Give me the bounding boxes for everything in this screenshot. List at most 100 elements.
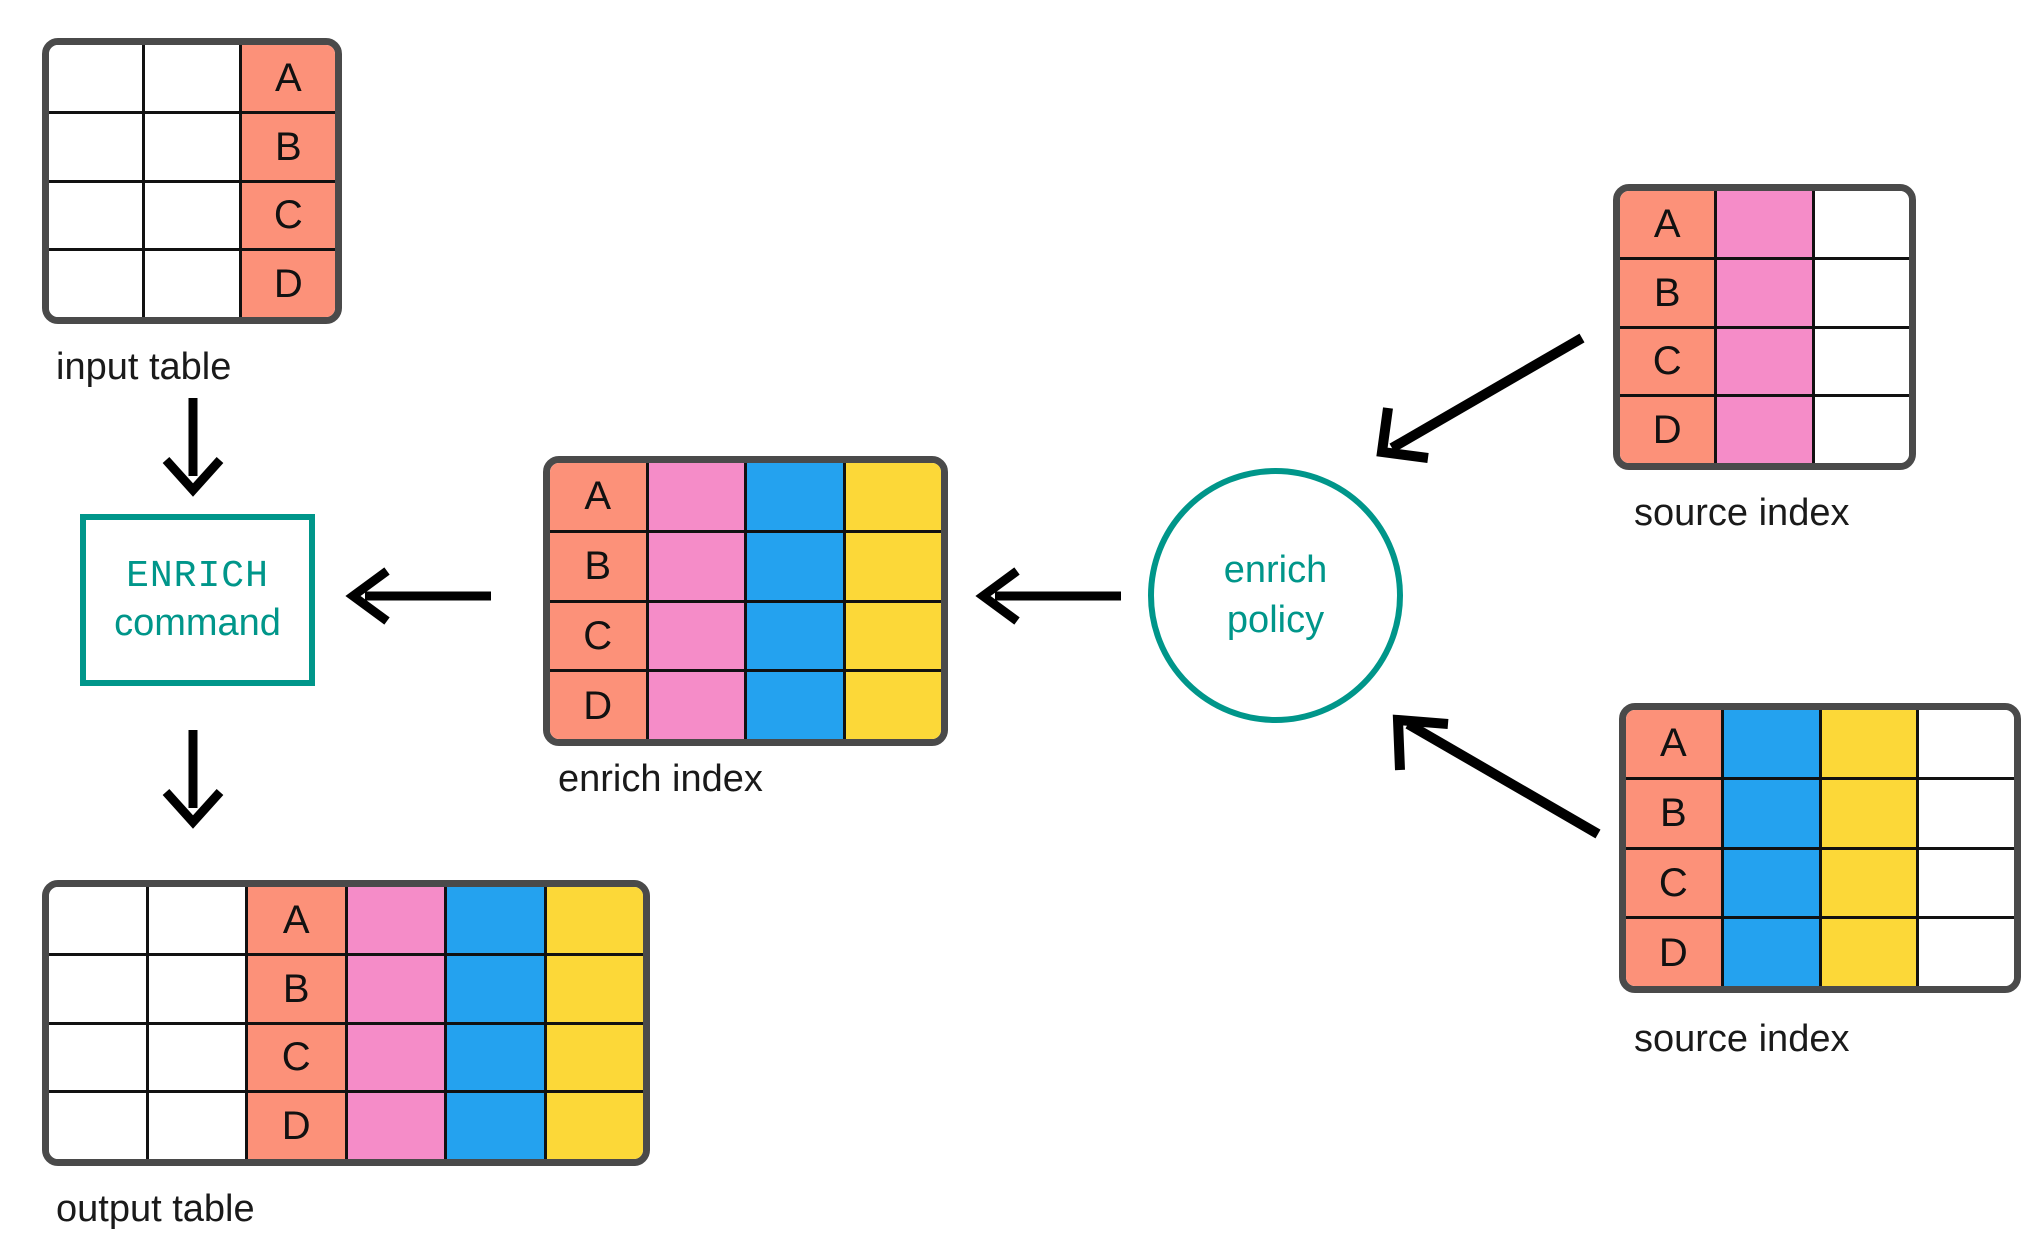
table-cell-field <box>1818 779 1917 847</box>
enrich-policy-node[interactable]: enrich policy <box>1148 468 1403 723</box>
table-cell <box>49 182 143 249</box>
table-cell <box>145 1093 245 1159</box>
table-cell-field <box>645 672 744 739</box>
table-cell <box>49 1093 146 1159</box>
table-row: B <box>49 110 335 180</box>
table-row: A <box>550 463 941 530</box>
table-cell-field <box>744 672 843 739</box>
table-row: D <box>49 1090 643 1159</box>
enrich-index-table: A B C D <box>543 456 948 746</box>
arrow-enrich-index-to-command <box>345 565 495 627</box>
table-row: B <box>550 529 941 600</box>
table-cell-field <box>1720 849 1819 917</box>
source-index-bottom-table: A B C D <box>1619 703 2021 993</box>
table-cell <box>49 251 143 317</box>
table-row: A <box>49 887 643 953</box>
table-cell-enriched <box>543 1024 643 1091</box>
table-row: B <box>1620 256 1909 326</box>
enrich-index-caption: enrich index <box>558 758 763 800</box>
output-table-caption: output table <box>56 1188 255 1230</box>
table-cell-field <box>1720 779 1819 847</box>
table-cell <box>49 1024 146 1091</box>
table-cell-key: D <box>550 672 646 739</box>
table-cell-enriched <box>543 887 643 953</box>
table-cell <box>1916 779 2014 847</box>
table-cell-key: B <box>245 955 345 1022</box>
table-cell-key: A <box>550 463 646 530</box>
table-cell-key: D <box>1626 919 1721 986</box>
table-cell <box>142 113 239 180</box>
table-cell-key: D <box>245 1093 345 1159</box>
table-cell <box>49 45 143 111</box>
table-cell-enriched <box>444 955 544 1022</box>
table-cell-field <box>1818 849 1917 917</box>
table-cell-enriched <box>344 1024 444 1091</box>
table-cell-key: A <box>245 887 345 953</box>
input-table: A B C D <box>42 38 342 324</box>
table-cell-enriched <box>543 955 643 1022</box>
arrow-source-bottom-to-policy <box>1390 712 1610 842</box>
table-cell-field <box>1714 259 1812 326</box>
table-cell <box>49 887 146 953</box>
table-cell-field <box>1714 328 1812 395</box>
table-cell-enriched <box>543 1093 643 1159</box>
table-row: B <box>49 952 643 1022</box>
table-cell <box>1811 191 1909 257</box>
table-cell-field <box>842 532 941 600</box>
table-cell-key: C <box>245 1024 345 1091</box>
table-cell-key: C <box>1626 849 1721 917</box>
enrich-policy-line2: policy <box>1226 598 1325 641</box>
source-index-top-table: A B C D <box>1613 184 1916 470</box>
table-cell-enriched <box>444 887 544 953</box>
table-row: D <box>1620 394 1909 463</box>
table-cell-field <box>842 672 941 739</box>
table-cell-enriched <box>344 887 444 953</box>
table-cell-field <box>1714 191 1812 257</box>
source-index-bottom-caption: source index <box>1634 1018 1850 1060</box>
table-cell-key: A <box>1626 710 1721 777</box>
table-cell <box>145 887 245 953</box>
arrow-policy-to-enrich-index <box>975 565 1125 627</box>
enrich-command-label: command <box>114 602 281 644</box>
table-cell-field <box>645 602 744 670</box>
table-cell-key: C <box>238 182 335 249</box>
table-cell-key: C <box>1620 328 1715 395</box>
table-cell-field <box>1720 919 1819 986</box>
table-row: C <box>1620 325 1909 395</box>
table-cell-field <box>1818 919 1917 986</box>
table-cell-field <box>744 463 843 530</box>
table-cell <box>145 1024 245 1091</box>
table-row: D <box>1626 916 2014 986</box>
output-table: A B C D <box>42 880 650 1166</box>
table-cell <box>1916 710 2014 777</box>
table-cell <box>145 955 245 1022</box>
table-cell-field <box>645 532 744 600</box>
table-cell <box>142 251 239 317</box>
table-row: A <box>1626 710 2014 777</box>
table-cell <box>49 113 143 180</box>
arrow-command-to-output <box>155 730 231 829</box>
table-cell <box>142 45 239 111</box>
table-cell-key: B <box>550 532 646 600</box>
enrich-command-box[interactable]: ENRICH command <box>80 514 315 686</box>
table-row: D <box>550 669 941 739</box>
table-cell-enriched <box>344 1093 444 1159</box>
table-cell-key: A <box>238 45 335 111</box>
table-cell-key: A <box>1620 191 1715 257</box>
table-row: A <box>49 45 335 111</box>
enrich-command-keyword: ENRICH <box>126 554 269 598</box>
table-cell <box>1811 328 1909 395</box>
table-cell-key: D <box>1620 397 1715 463</box>
table-cell <box>1811 397 1909 463</box>
table-row: B <box>1626 776 2014 847</box>
input-table-caption: input table <box>56 346 232 388</box>
table-cell-field <box>1720 710 1819 777</box>
table-cell-key: B <box>1620 259 1715 326</box>
arrow-input-to-command <box>155 398 231 497</box>
table-cell-key: C <box>550 602 646 670</box>
table-row: D <box>49 248 335 317</box>
table-cell-enriched <box>344 955 444 1022</box>
arrow-source-top-to-policy <box>1370 330 1590 463</box>
table-row: C <box>1626 846 2014 917</box>
